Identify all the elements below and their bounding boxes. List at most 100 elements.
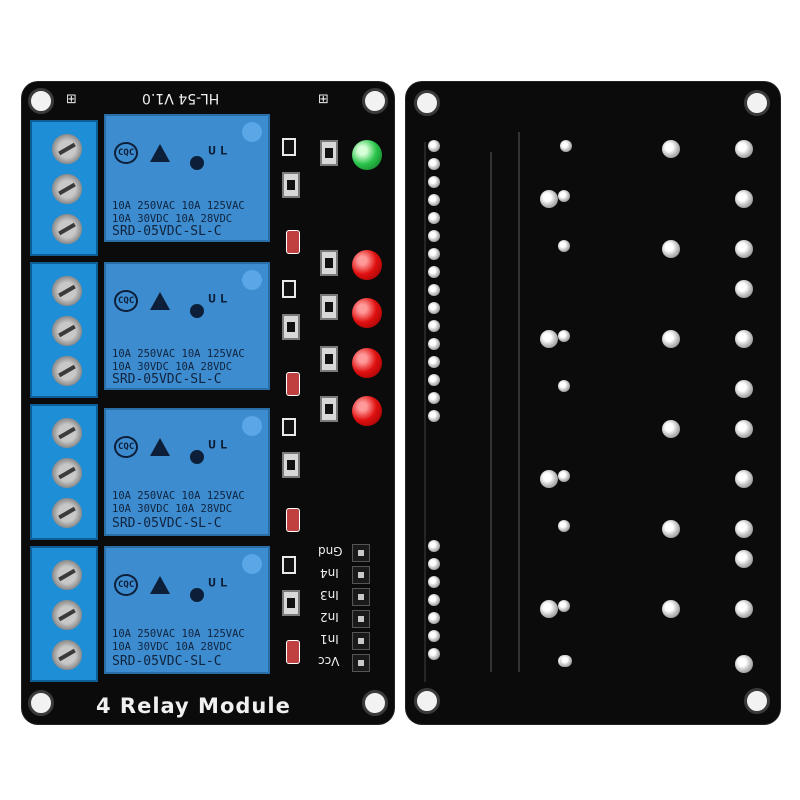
pin-label-in2: In2 (320, 610, 339, 624)
screw-icon (52, 600, 82, 630)
relay-module-back (406, 82, 780, 724)
screw-terminal-1[interactable] (30, 120, 98, 256)
solder-pad (735, 380, 753, 398)
mounting-hole (414, 688, 440, 714)
solder-pad (560, 655, 572, 667)
solder-pad (735, 330, 753, 348)
solder-pad (428, 302, 440, 314)
diode (286, 230, 300, 254)
transistor (282, 556, 296, 574)
solder-pad (428, 630, 440, 642)
relay-rating-dc: 10A 30VDC 10A 28VDC (112, 361, 233, 373)
power-led (352, 140, 382, 170)
relay-model: SRD-05VDC-SL-C (112, 516, 222, 531)
solder-pad (558, 330, 570, 342)
solder-pad (662, 520, 680, 538)
pin-label-in3: In3 (320, 588, 339, 602)
solder-pad (558, 240, 570, 252)
relay-model: SRD-05VDC-SL-C (112, 372, 222, 387)
solder-pad (428, 374, 440, 386)
mounting-hole (28, 88, 54, 114)
screw-terminal-3[interactable] (30, 404, 98, 540)
header-pin-vcc[interactable] (352, 654, 370, 672)
relay-1: CQC ᵁᴸ 10A 250VAC 10A 125VAC 10A 30VDC 1… (104, 114, 270, 242)
relay-3: CQC ᵁᴸ 10A 250VAC 10A 125VAC 10A 30VDC 1… (104, 408, 270, 536)
solder-pad (428, 194, 440, 206)
solder-pad (428, 392, 440, 404)
screw-icon (52, 276, 82, 306)
header-pin-in1[interactable] (352, 632, 370, 650)
solder-pad (428, 576, 440, 588)
smd-resistor (282, 590, 300, 616)
transistor (282, 418, 296, 436)
ul-mark-icon: ᵁᴸ (206, 290, 231, 314)
relay-rating-ac: 10A 250VAC 10A 125VAC (112, 348, 245, 360)
screw-icon: ⊞ (318, 92, 329, 107)
smd-resistor (282, 452, 300, 478)
smd-resistor (320, 396, 338, 422)
ul-mark-icon: ᵁᴸ (206, 574, 231, 598)
solder-pad (540, 600, 558, 618)
pin-label-in4: In4 (320, 566, 339, 580)
warning-icon (150, 576, 170, 594)
board-version-label: HL-54 V1.0 (142, 90, 220, 106)
solder-pad (428, 320, 440, 332)
solder-pad (540, 470, 558, 488)
solder-pad (428, 540, 440, 552)
solder-pad (428, 266, 440, 278)
diode (286, 508, 300, 532)
mounting-hole (362, 690, 388, 716)
solder-pad (540, 190, 558, 208)
solder-pad (428, 648, 440, 660)
smd-resistor (320, 294, 338, 320)
solder-pad (428, 410, 440, 422)
mounting-hole (744, 688, 770, 714)
warning-icon (150, 438, 170, 456)
solder-pad (558, 380, 570, 392)
relay-rating-ac: 10A 250VAC 10A 125VAC (112, 200, 245, 212)
smd-resistor (320, 346, 338, 372)
solder-pad (428, 356, 440, 368)
relay-2: CQC ᵁᴸ 10A 250VAC 10A 125VAC 10A 30VDC 1… (104, 262, 270, 390)
solder-pad (558, 600, 570, 612)
header-pin-in4[interactable] (352, 566, 370, 584)
diode (286, 372, 300, 396)
mounting-hole (414, 90, 440, 116)
cqc-logo: CQC (114, 436, 139, 458)
solder-pad (558, 470, 570, 482)
header-pin-in2[interactable] (352, 610, 370, 628)
screw-icon (52, 560, 82, 590)
header-pin-in3[interactable] (352, 588, 370, 606)
relay-rating-dc: 10A 30VDC 10A 28VDC (112, 503, 233, 515)
relay-4: CQC ᵁᴸ 10A 250VAC 10A 125VAC 10A 30VDC 1… (104, 546, 270, 674)
screw-terminal-4[interactable] (30, 546, 98, 682)
relay-model: SRD-05VDC-SL-C (112, 224, 222, 239)
screw-icon (52, 356, 82, 386)
ul-mark-icon: ᵁᴸ (206, 142, 231, 166)
solder-pad (428, 212, 440, 224)
solder-pad (662, 600, 680, 618)
screw-terminal-2[interactable] (30, 262, 98, 398)
warning-icon (150, 292, 170, 310)
cqc-logo: CQC (114, 290, 139, 312)
solder-pad (735, 190, 753, 208)
relay-rating-dc: 10A 30VDC 10A 28VDC (112, 213, 233, 225)
solder-pad (558, 520, 570, 532)
relay-model: SRD-05VDC-SL-C (112, 654, 222, 669)
relay-rating-ac: 10A 250VAC 10A 125VAC (112, 490, 245, 502)
header-pin-gnd[interactable] (352, 544, 370, 562)
solder-pad (662, 140, 680, 158)
cqc-logo: CQC (114, 574, 139, 596)
solder-pad (428, 594, 440, 606)
solder-pad (428, 230, 440, 242)
screw-icon (52, 640, 82, 670)
screw-icon (52, 174, 82, 204)
screw-icon (52, 418, 82, 448)
solder-pad (662, 420, 680, 438)
solder-pad (558, 190, 570, 202)
screw-icon (52, 214, 82, 244)
solder-pad (428, 558, 440, 570)
solder-pad (428, 338, 440, 350)
warning-icon (150, 144, 170, 162)
transistor (282, 138, 296, 156)
